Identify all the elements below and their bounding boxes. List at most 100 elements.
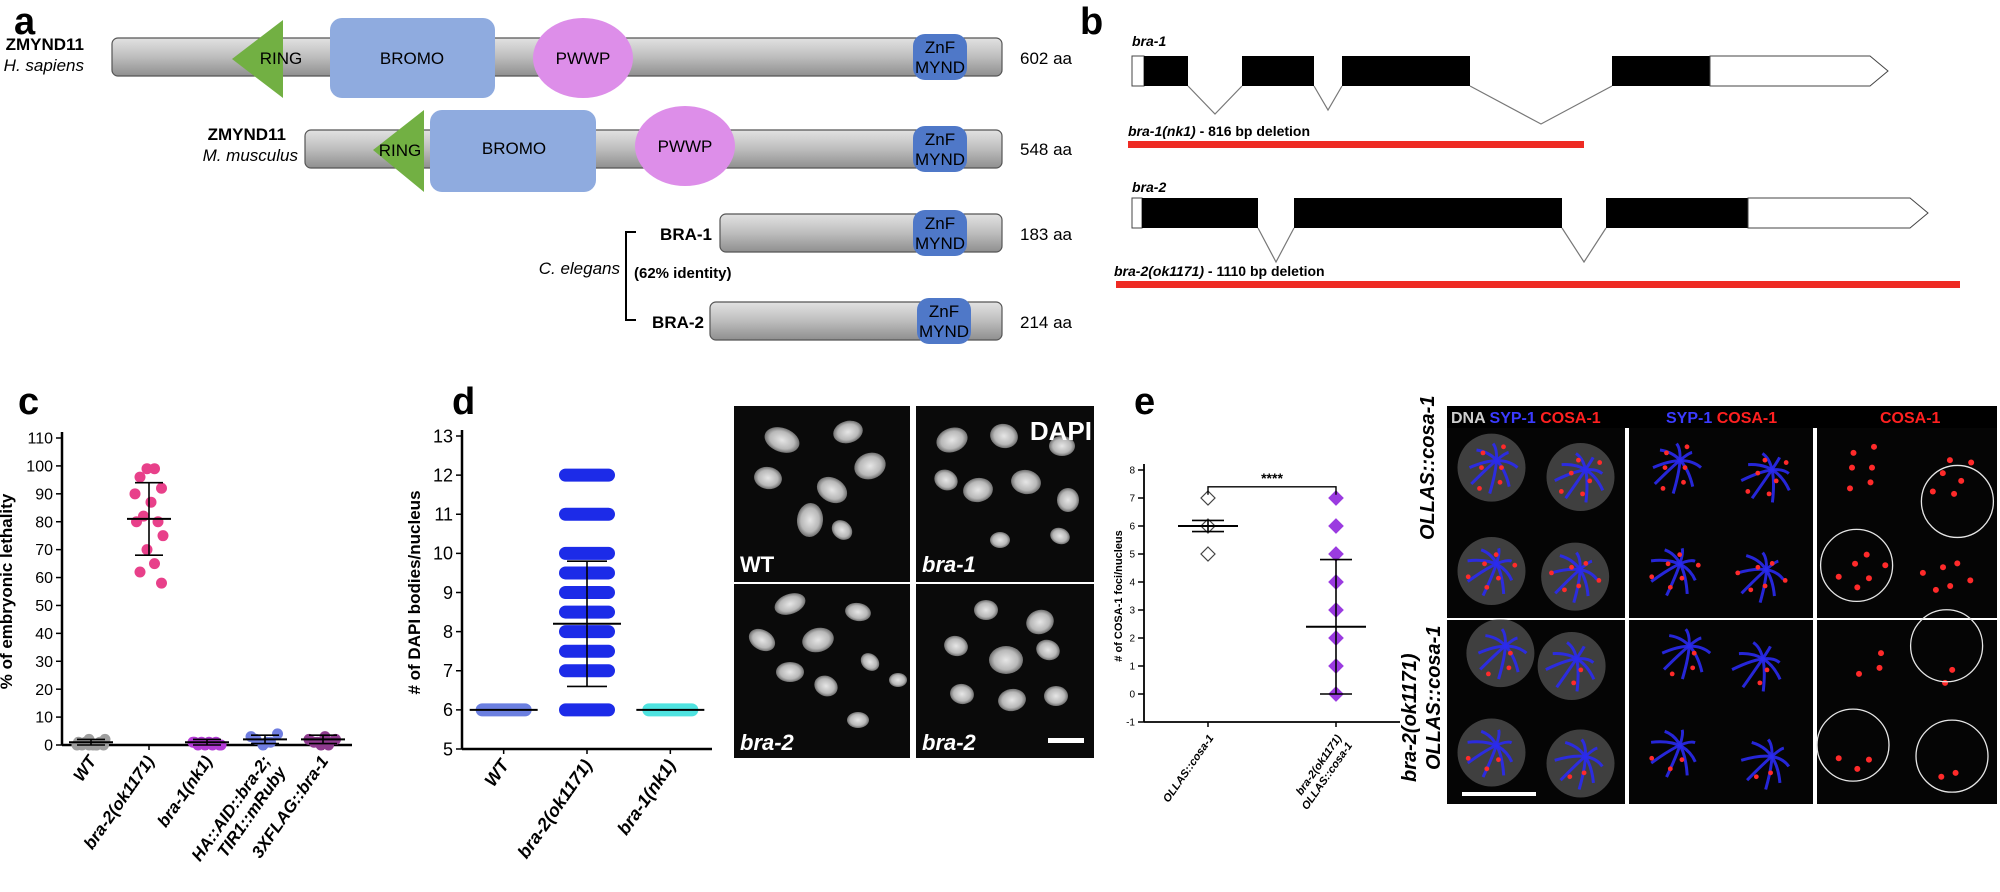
nucleus	[854, 452, 886, 480]
y-tick-label: 110	[27, 431, 53, 448]
nucleus-outline	[1909, 609, 1984, 683]
exon-2-3	[1606, 198, 1748, 228]
nucleus	[1036, 639, 1060, 661]
cosa1-focus	[1512, 562, 1518, 568]
data-point	[1200, 490, 1216, 506]
cosa1-focus	[1856, 670, 1862, 677]
znf-label-3: ZnF	[925, 214, 955, 233]
nucleus	[1057, 488, 1079, 512]
cosa1-focus	[1757, 680, 1763, 686]
cosa1-focus	[1852, 560, 1859, 567]
cosa1-focus	[1940, 564, 1947, 571]
cosa1-focus	[1649, 574, 1655, 580]
intron-1-3	[1469, 85, 1613, 125]
protein-name-2: ZMYND11	[208, 125, 286, 144]
nucleus	[889, 673, 907, 687]
y-tick-label: 0	[1129, 690, 1135, 701]
header-col2: SYP-1 COSA-1	[1666, 410, 1777, 427]
cosa1-focus	[1465, 574, 1471, 580]
protein-name-4: BRA-2	[652, 313, 704, 332]
syp1-track	[1554, 468, 1604, 482]
data-point	[152, 516, 164, 528]
cosa1-focus	[1677, 552, 1683, 558]
species-1: H. sapiens	[4, 56, 85, 75]
gene-name-2: bra-2	[1132, 179, 1166, 195]
micrograph-label-bra-2-a: bra-2	[740, 730, 795, 755]
cosa1-focus	[1766, 491, 1772, 497]
intron-1-2	[1313, 85, 1343, 112]
cosa1-focus	[1762, 583, 1768, 589]
y-tick-label: 8	[443, 622, 453, 642]
cosa1-focus	[1854, 765, 1861, 772]
y-tick-label: 20	[35, 682, 53, 699]
znf-mynd-domain-1	[913, 34, 967, 80]
cosa1-focus	[1952, 769, 1959, 776]
data-point	[134, 471, 146, 483]
intron-2-2	[1561, 227, 1607, 264]
panel-label-d: d	[452, 381, 475, 423]
nucleus-outline	[1920, 464, 1995, 539]
row-label-2b: OLLAS::cosa-1	[1423, 626, 1445, 770]
bromo-domain-2	[430, 110, 596, 192]
cosa1-focus	[1587, 478, 1593, 484]
syp1-track	[1467, 558, 1514, 582]
cosa1-focus	[1480, 450, 1486, 456]
cosa1-focus	[1649, 755, 1655, 761]
cosa1-focus	[1496, 757, 1501, 763]
bromo-label-2: BROMO	[482, 139, 546, 158]
exon-1-2	[1242, 56, 1314, 86]
cosa1-focus	[1497, 479, 1503, 485]
y-tick-label: -1	[1126, 718, 1135, 729]
cosa1-focus	[1669, 671, 1675, 677]
nucleus-dna	[1546, 729, 1615, 798]
data-point	[156, 482, 167, 494]
cosa1-focus	[1684, 444, 1690, 450]
nucleus-outline	[1816, 708, 1890, 782]
nucleus	[1011, 469, 1041, 495]
y-tick-label: 12	[433, 465, 453, 485]
y-tick-label: 1	[1129, 662, 1135, 673]
y-tick-label: 4	[1129, 578, 1135, 589]
data-point	[1328, 490, 1344, 506]
deletion-bar-1	[1128, 141, 1584, 148]
y-tick-label: 70	[35, 542, 53, 559]
y-tick-label: 50	[35, 598, 53, 615]
cosa1-focus	[1968, 459, 1975, 466]
pwwp-label-1: PWWP	[556, 49, 611, 68]
cosa1-focus	[1580, 491, 1585, 497]
cosa1-focus	[1783, 460, 1789, 465]
y-tick-label: 5	[1129, 550, 1135, 561]
nucleus	[774, 593, 806, 615]
cosa1-focus	[1755, 564, 1761, 570]
cosa1-focus	[1854, 584, 1861, 591]
data-point	[141, 544, 153, 556]
cosa1-focus	[1753, 774, 1759, 780]
panel-label-b: b	[1080, 1, 1103, 43]
mynd-label-3: MYND	[915, 234, 965, 253]
deletion-bar-2	[1116, 281, 1960, 288]
cosa1-focus	[1549, 570, 1554, 576]
cosa1-focus	[1849, 464, 1855, 471]
micrograph-label-bra-1: bra-1	[922, 552, 976, 577]
nucleus-dna	[1457, 718, 1526, 787]
syp1-track	[1470, 451, 1510, 486]
panel-b: b bra-1 bra-1(nk1) - 816 bp deletion bra…	[1080, 1, 1960, 288]
ring-domain-1	[232, 20, 283, 98]
significance-bracket	[1207, 486, 1337, 495]
y-tick-label: 6	[443, 700, 453, 720]
protein-length-4: 214 aa	[1020, 313, 1073, 332]
cosa1-focus	[1681, 479, 1686, 485]
syp1-track	[1751, 741, 1782, 784]
x-tick-label: bra-1(nk1)	[613, 756, 679, 839]
syp1-track	[1653, 451, 1693, 486]
pwwp-domain-2	[635, 106, 735, 186]
data-point	[272, 728, 283, 740]
nucleus	[950, 683, 974, 705]
data-point	[559, 468, 615, 482]
nucleus	[833, 420, 863, 444]
cosa1-focus	[1850, 449, 1857, 456]
pwwp-domain-1	[533, 18, 633, 98]
group-bracket	[625, 231, 636, 321]
syp1-track	[1545, 657, 1595, 671]
data-point	[1328, 518, 1344, 534]
